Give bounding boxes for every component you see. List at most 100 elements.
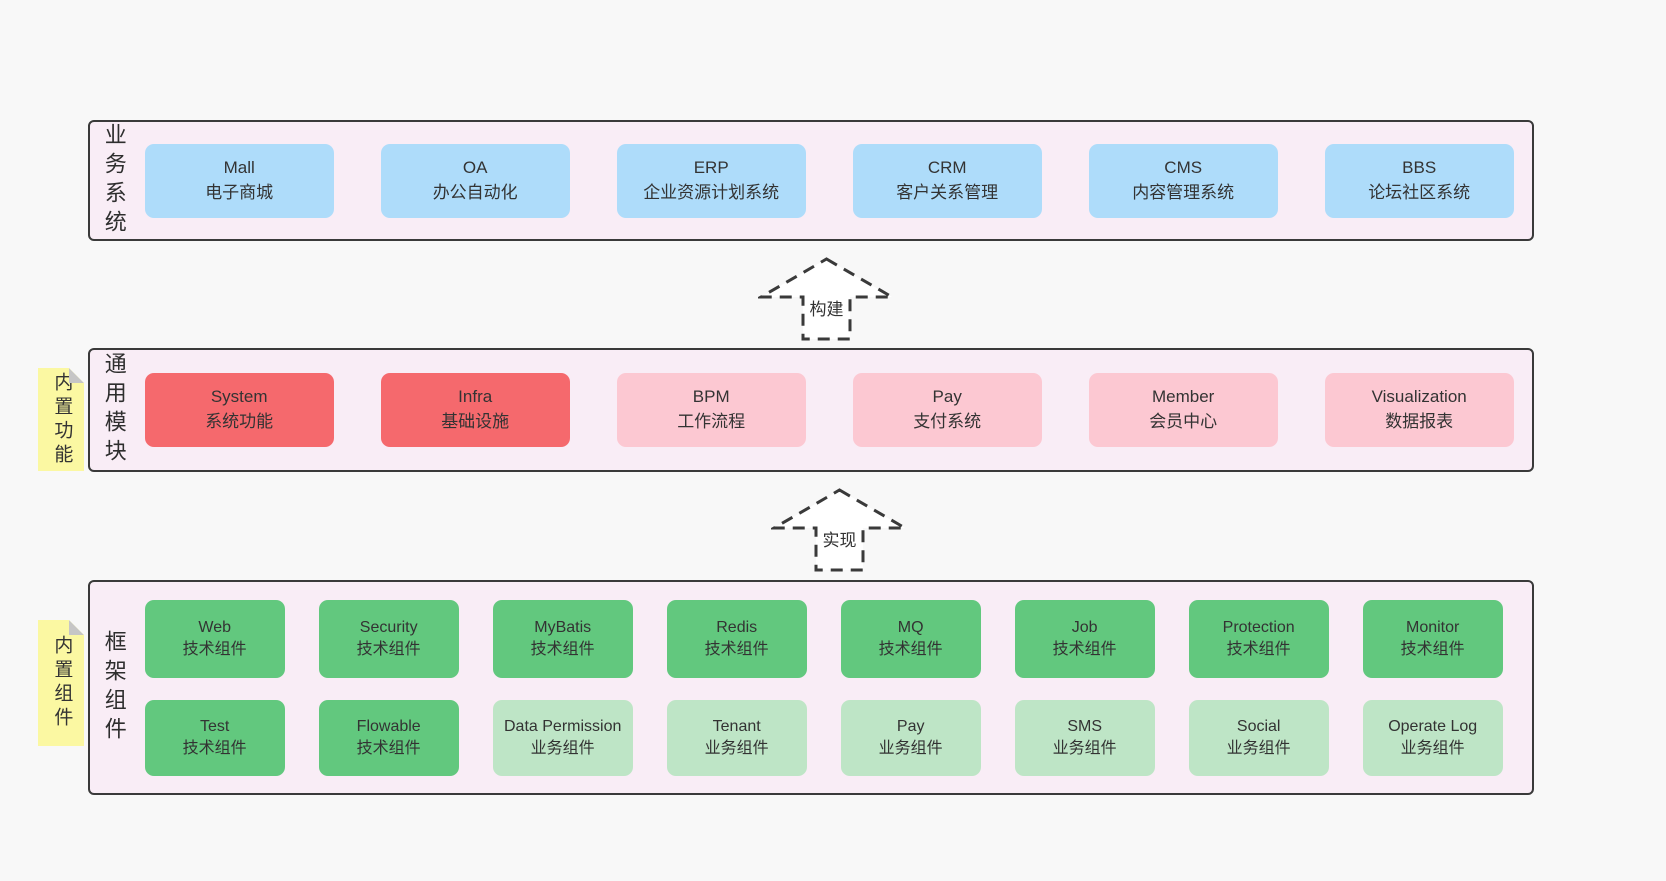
node-title: ERP <box>693 157 729 177</box>
node-subtitle: 系统功能 <box>205 412 274 431</box>
node-monitor: Monitor 技术组件 <box>1362 599 1503 678</box>
arrow-implement-label: 实现 <box>822 531 857 550</box>
node-erp: ERP 企业资源计划系统 <box>616 143 806 218</box>
node-title: MyBatis <box>534 619 592 637</box>
arrow-build-label: 构建 <box>809 300 844 319</box>
note-text: 内置功能 <box>51 371 73 468</box>
node-redis: Redis 技术组件 <box>666 599 807 678</box>
node-title: Pay <box>932 387 962 407</box>
node-subtitle: 业务组件 <box>1052 739 1117 757</box>
node-title: Visualization <box>1371 387 1467 407</box>
sticky-note-built-in-components: 内置组件 <box>38 620 84 746</box>
node-title: Monitor <box>1406 619 1460 637</box>
node-title: OA <box>462 157 488 177</box>
node-bbs: BBS 论坛社区系统 <box>1324 143 1514 218</box>
node-title: BBS <box>1402 157 1437 177</box>
biz-component-row: Test 技术组件 Flowable 技术组件 Data Permission … <box>144 699 1503 776</box>
layer-common-modules-label: 通用模块 <box>101 352 127 468</box>
node-crm: CRM 客户关系管理 <box>852 143 1042 218</box>
node-subtitle: 支付系统 <box>913 412 982 431</box>
arrow-build: 构建 <box>758 257 895 341</box>
node-title: Job <box>1071 619 1098 637</box>
node-title: Mall <box>223 157 255 177</box>
node-subtitle: 业务组件 <box>704 739 769 757</box>
node-subtitle: 数据报表 <box>1385 412 1454 431</box>
node-title: Test <box>200 718 230 736</box>
business-boxes: Mall 电子商城 OA 办公自动化 ERP 企业资源计划系统 CRM 客户关系… <box>144 143 1514 218</box>
component-grid: Web 技术组件 Security 技术组件 MyBatis 技术组件 Redi… <box>144 599 1503 776</box>
layer-business-systems-label: 业务系统 <box>101 122 127 239</box>
node-subtitle: 电子商城 <box>205 182 274 202</box>
node-subtitle: 企业资源计划系统 <box>643 182 780 202</box>
node-infra: Infra 基础设施 <box>380 373 570 447</box>
node-title: CRM <box>927 157 967 177</box>
layer-business-systems: 业务系统 Mall 电子商城 OA 办公自动化 ERP 企业资源计划系统 CRM… <box>88 120 1534 241</box>
node-title: Pay <box>896 718 925 736</box>
node-test: Test 技术组件 <box>144 699 285 776</box>
node-title: SMS <box>1067 718 1103 736</box>
node-mall: Mall 电子商城 <box>144 143 334 218</box>
node-title: Flowable <box>356 718 421 736</box>
node-subtitle: 技术组件 <box>704 640 769 658</box>
node-title: Redis <box>716 619 758 637</box>
tech-component-row: Web 技术组件 Security 技术组件 MyBatis 技术组件 Redi… <box>144 599 1503 678</box>
node-title: System <box>210 387 268 407</box>
node-title: Operate Log <box>1388 718 1478 736</box>
node-subtitle: 业务组件 <box>1400 739 1465 757</box>
node-pay-component: Pay 业务组件 <box>840 699 981 776</box>
node-subtitle: 办公自动化 <box>432 182 518 202</box>
node-subtitle: 技术组件 <box>1400 640 1465 658</box>
node-subtitle: 业务组件 <box>878 739 943 757</box>
node-subtitle: 技术组件 <box>878 640 943 658</box>
node-mq: MQ 技术组件 <box>840 599 981 678</box>
node-subtitle: 客户关系管理 <box>896 182 999 202</box>
node-title: Data Permission <box>504 718 622 736</box>
node-subtitle: 基础设施 <box>441 412 510 431</box>
node-subtitle: 会员中心 <box>1149 412 1218 431</box>
node-protection: Protection 技术组件 <box>1188 599 1329 678</box>
node-subtitle: 技术组件 <box>356 640 421 658</box>
node-mybatis: MyBatis 技术组件 <box>492 599 633 678</box>
node-subtitle: 技术组件 <box>182 739 247 757</box>
layer-framework-components-label: 框架组件 <box>101 629 127 746</box>
note-text: 内置组件 <box>51 635 73 731</box>
node-sms: SMS 业务组件 <box>1014 699 1155 776</box>
layer-framework-components: 框架组件 Web 技术组件 Security 技术组件 MyBatis 技术组件… <box>88 580 1534 795</box>
node-title: Protection <box>1222 619 1295 637</box>
node-title: Security <box>359 619 418 637</box>
node-subtitle: 业务组件 <box>530 739 595 757</box>
node-title: Web <box>198 619 231 637</box>
node-tenant: Tenant 业务组件 <box>666 699 807 776</box>
arrow-implement: 实现 <box>771 488 908 572</box>
node-subtitle: 论坛社区系统 <box>1368 182 1471 202</box>
node-subtitle: 内容管理系统 <box>1132 182 1235 202</box>
node-subtitle: 技术组件 <box>356 739 421 757</box>
node-title: BPM <box>692 387 730 407</box>
node-title: CMS <box>1164 157 1203 177</box>
node-subtitle: 技术组件 <box>530 640 595 658</box>
node-job: Job 技术组件 <box>1014 599 1155 678</box>
node-system: System 系统功能 <box>144 373 334 447</box>
node-cms: CMS 内容管理系统 <box>1088 143 1278 218</box>
node-subtitle: 业务组件 <box>1226 739 1291 757</box>
sticky-note-built-in-features: 内置功能 <box>38 368 84 471</box>
node-security: Security 技术组件 <box>318 599 459 678</box>
node-web: Web 技术组件 <box>144 599 285 678</box>
node-title: Tenant <box>712 718 761 736</box>
node-visualization: Visualization 数据报表 <box>1324 373 1514 447</box>
node-subtitle: 技术组件 <box>1052 640 1117 658</box>
module-boxes: System 系统功能 Infra 基础设施 BPM 工作流程 Pay 支付系统… <box>144 373 1514 447</box>
node-social: Social 业务组件 <box>1188 699 1329 776</box>
node-title: MQ <box>897 619 924 637</box>
node-oa: OA 办公自动化 <box>380 143 570 218</box>
node-member: Member 会员中心 <box>1088 373 1278 447</box>
node-subtitle: 技术组件 <box>182 640 247 658</box>
node-operate-log: Operate Log 业务组件 <box>1362 699 1503 776</box>
node-pay-module: Pay 支付系统 <box>852 373 1042 447</box>
layer-common-modules: 通用模块 System 系统功能 Infra 基础设施 BPM 工作流程 Pay… <box>88 348 1534 472</box>
node-bpm: BPM 工作流程 <box>616 373 806 447</box>
node-data-permission: Data Permission 业务组件 <box>492 699 633 776</box>
up-arrow-icon <box>758 257 895 341</box>
node-title: Social <box>1236 718 1281 736</box>
